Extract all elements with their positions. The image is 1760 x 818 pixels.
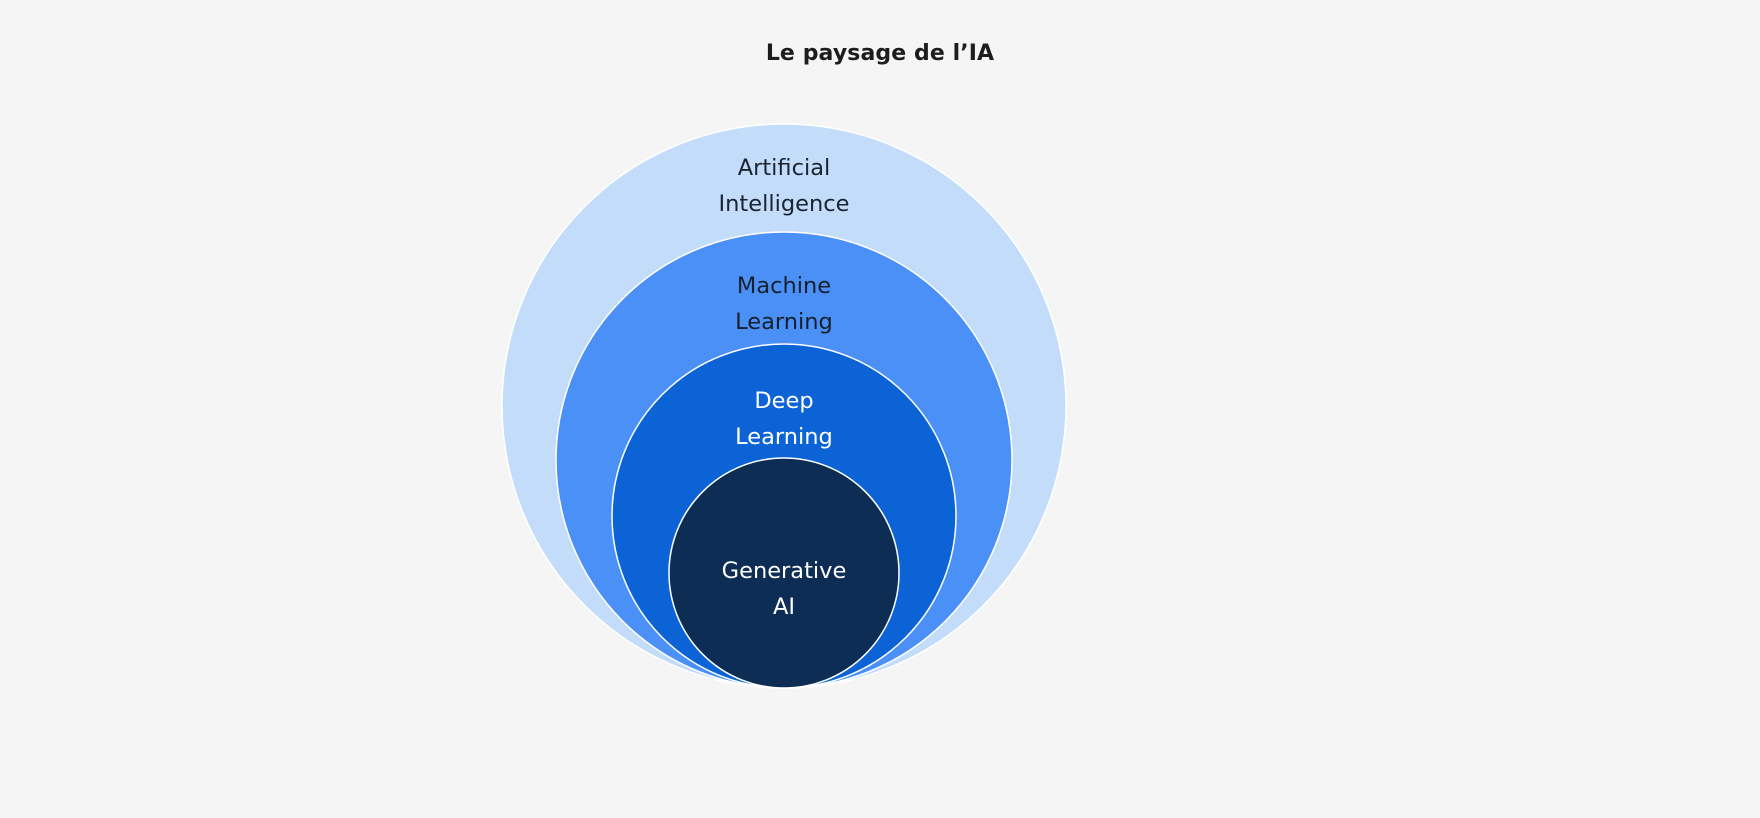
circle-generative-ai[interactable] [668, 457, 900, 689]
page-title: Le paysage de l’IA [765, 41, 995, 66]
